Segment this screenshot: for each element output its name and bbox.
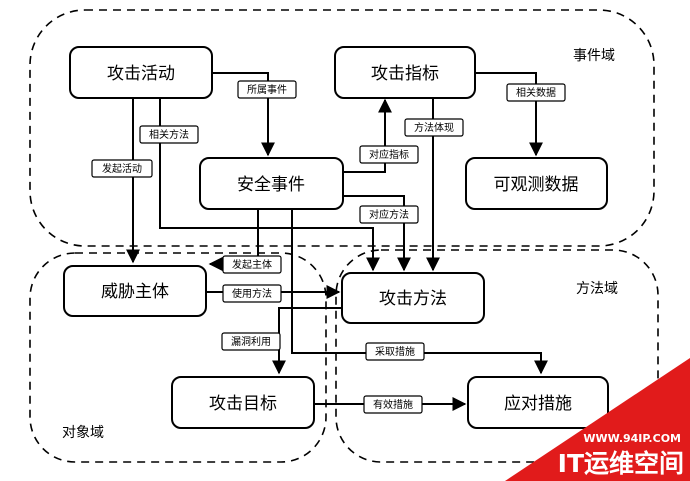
- node-attack-activity: 攻击活动: [69, 46, 213, 99]
- object-domain-region: [29, 252, 327, 463]
- nodes: 攻击活动 攻击指标 安全事件 可观测数据 威胁主体 攻击方法 攻击目标 应对措: [63, 46, 609, 429]
- edge-label-text: 对应指标: [369, 148, 409, 161]
- edge-label-corresponding-method: 对应方法: [359, 205, 419, 224]
- edge-label-related-method: 相关方法: [139, 125, 199, 144]
- object-domain-label: 对象域: [62, 425, 104, 441]
- edge-label-initiate-activity: 发起活动: [91, 159, 153, 178]
- edge-label-text: 发起主体: [232, 258, 272, 271]
- edge-activity-to-event: [212, 72, 275, 157]
- method-domain-region: [335, 249, 659, 463]
- node-threat-actor: 威胁主体: [63, 265, 207, 317]
- edges: [126, 72, 548, 411]
- node-label: 应对措施: [504, 394, 572, 414]
- watermark: WWW.94IP.COM IT运维空间: [505, 358, 690, 481]
- edge-label-use-method: 使用方法: [222, 284, 282, 303]
- edge-label-initiating-actor: 发起主体: [222, 255, 282, 274]
- edge-label-related-data: 相关数据: [506, 83, 566, 102]
- node-label: 攻击方法: [379, 289, 447, 309]
- watermark-url: WWW.94IP.COM: [583, 432, 681, 445]
- node-label: 威胁主体: [101, 282, 169, 302]
- edge-event-to-indicator: [343, 98, 392, 173]
- edge-label-text: 所属事件: [247, 83, 287, 96]
- edge-event-to-method: [343, 195, 411, 272]
- edge-label-text: 方法体现: [414, 121, 454, 134]
- node-attack-indicator: 攻击指标: [334, 46, 476, 99]
- node-label: 攻击活动: [107, 64, 175, 84]
- node-attack-method: 攻击方法: [341, 272, 485, 324]
- domain-regions: [29, 9, 659, 463]
- edge-method-to-target: [272, 307, 342, 375]
- event-domain-region: [29, 9, 655, 247]
- edge-label-text: 相关方法: [149, 128, 189, 141]
- edge-activity-to-method: [159, 98, 380, 272]
- watermark-triangle: [505, 358, 690, 481]
- event-domain-label: 事件域: [573, 48, 615, 64]
- edge-label-method-embody: 方法体现: [404, 118, 464, 137]
- edge-label-text: 发起活动: [102, 162, 142, 175]
- edge-label-take-measure: 采取措施: [365, 342, 425, 361]
- edge-label-text: 采取措施: [375, 345, 415, 358]
- edge-label-text: 漏洞利用: [231, 336, 271, 348]
- edge-indicator-to-observable: [475, 72, 543, 157]
- edge-label-text: 对应方法: [369, 208, 409, 221]
- node-attack-target: 攻击目标: [171, 376, 315, 429]
- edge-label-text: 有效措施: [373, 398, 413, 411]
- edge-label-effective-measure: 有效措施: [363, 395, 423, 414]
- edge-label-vuln-exploit: 漏洞利用: [221, 332, 281, 351]
- edge-labels: 所属事件 相关数据 相关方法 方法体现 发起活动 对应指标 对应方法 发起主体: [91, 80, 566, 414]
- node-label: 攻击指标: [371, 64, 439, 84]
- edge-label-belongs-event: 所属事件: [237, 80, 297, 99]
- node-security-event: 安全事件: [199, 157, 344, 210]
- node-observable-data: 可观测数据: [465, 157, 608, 210]
- edge-label-text: 相关数据: [516, 86, 556, 99]
- method-domain-label: 方法域: [576, 281, 618, 297]
- edge-label-corresponding-indicator: 对应指标: [359, 145, 419, 164]
- node-label: 安全事件: [237, 175, 305, 195]
- watermark-brand: IT运维空间: [558, 449, 684, 478]
- node-label: 可观测数据: [494, 175, 579, 195]
- edge-label-text: 使用方法: [232, 287, 272, 300]
- node-label: 攻击目标: [209, 394, 277, 414]
- node-countermeasure: 应对措施: [467, 376, 609, 429]
